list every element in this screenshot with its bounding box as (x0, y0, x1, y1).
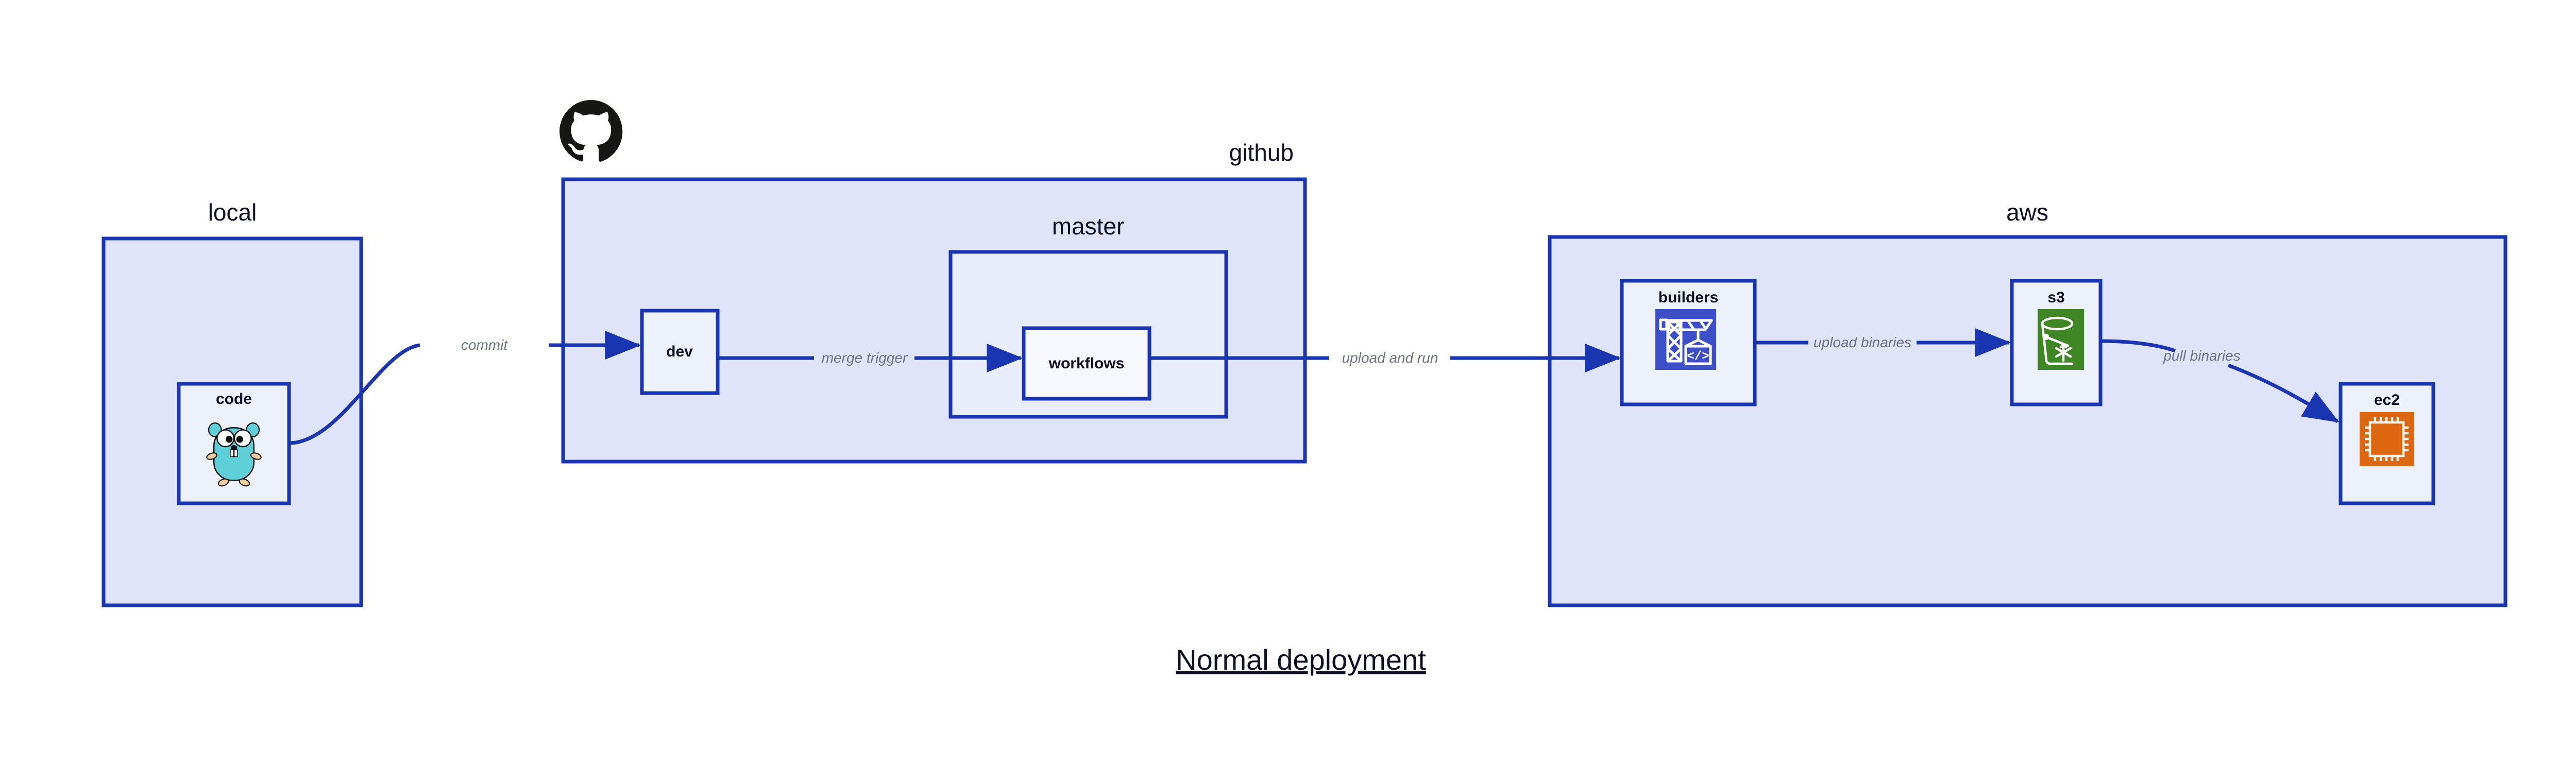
edge-pull-binaries-curve-b (2227, 363, 2340, 423)
cluster-master: master workflows (948, 213, 1228, 419)
node-workflows-label: workflows (1048, 355, 1125, 372)
edge-commit-label: commit (461, 337, 508, 353)
edge-upload-and-run: upload and run (1149, 344, 1621, 372)
node-workflows[interactable]: workflows (1022, 326, 1151, 401)
node-ec2[interactable]: ec2 (2338, 382, 2435, 505)
aws-codebuild-icon: </> (1655, 309, 1716, 370)
node-s3-label: s3 (2047, 289, 2064, 306)
node-code-label: code (216, 390, 252, 408)
edge-upload-binaries-label: upload binaries (1814, 334, 1911, 350)
edge-pull-binaries-label: pull binaries (2163, 348, 2240, 364)
aws-ec2-icon (2360, 412, 2414, 466)
page-title: Normal deployment (1176, 643, 1426, 676)
aws-s3-icon (2038, 309, 2084, 370)
edge-merge-trigger-label: merge trigger (822, 350, 908, 366)
node-builders[interactable]: builders (1620, 279, 1757, 406)
edge-upload-and-run-label: upload and run (1342, 350, 1438, 366)
edge-pull-binaries-curve-a (2100, 339, 2176, 353)
cluster-aws: aws builders (1548, 199, 2507, 607)
edge-merge-trigger: merge trigger (718, 344, 1023, 372)
node-workflows-box[interactable] (1022, 326, 1151, 401)
edge-pull-binaries: pull binaries (2100, 339, 2340, 423)
codebuild-code-glyph: </> (1687, 350, 1709, 364)
node-builders-label: builders (1658, 289, 1719, 306)
node-s3[interactable]: s3 (2010, 279, 2103, 406)
node-code[interactable]: code (177, 382, 291, 505)
go-gopher-icon (206, 422, 262, 487)
node-dev[interactable]: dev (640, 309, 720, 395)
node-dev-box[interactable] (640, 309, 720, 395)
edge-upload-binaries: upload binaries (1755, 328, 2011, 357)
edge-commit: commit (289, 331, 641, 445)
node-dev-label: dev (666, 343, 693, 360)
cluster-local: local code (101, 199, 363, 607)
cluster-aws-label: aws (2006, 199, 2048, 226)
node-ec2-label: ec2 (2374, 392, 2400, 409)
github-octocat-icon (560, 100, 623, 162)
cluster-github-label: github (1229, 139, 1294, 166)
cluster-master-label: master (1052, 213, 1125, 240)
cluster-local-label: local (208, 199, 257, 226)
cluster-github: github dev master workflows (560, 100, 1307, 464)
edge-commit-curve (289, 343, 420, 445)
